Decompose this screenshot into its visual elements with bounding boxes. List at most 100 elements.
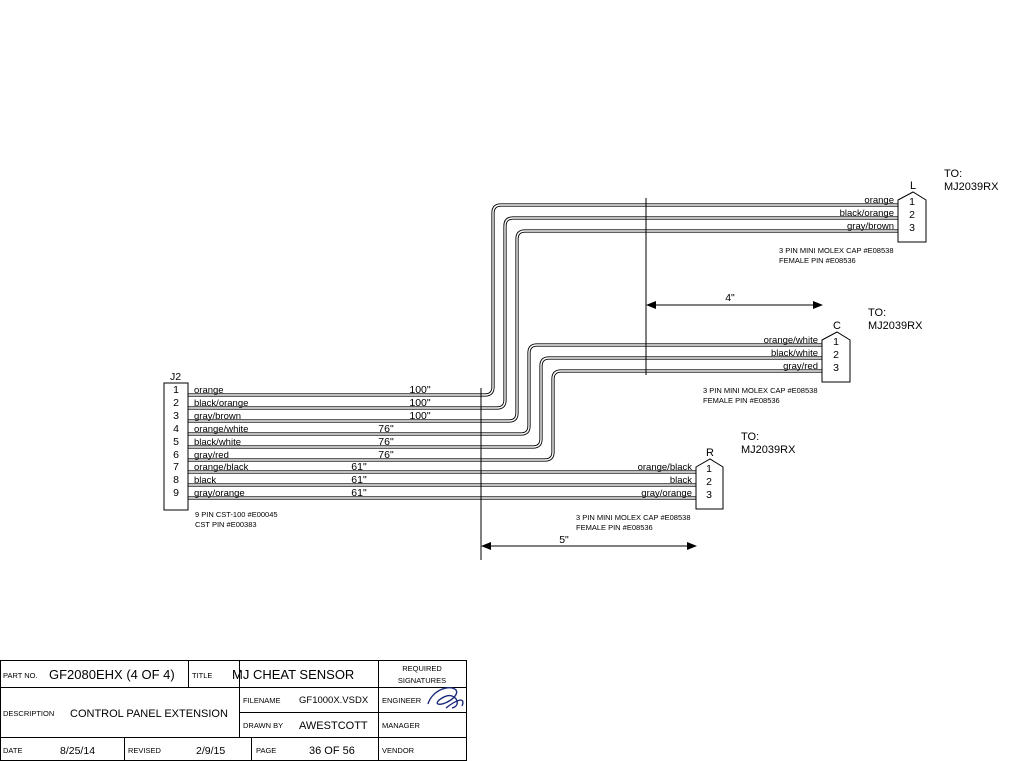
description-value: CONTROL PANEL EXTENSION: [70, 708, 228, 720]
connector-r-wire: gray/orange: [641, 488, 692, 499]
j2-note-line1: 9 PIN CST-100 #E00045: [195, 510, 278, 519]
connector-c-wire: orange/white: [764, 335, 818, 346]
description-label: DESCRIPTION: [3, 709, 54, 718]
j2-pin-number: 3: [173, 410, 179, 422]
title-value: MJ CHEAT SENSOR: [232, 667, 354, 682]
connector-l-wire: orange: [864, 195, 894, 206]
j2-wire-color: orange: [194, 385, 224, 396]
connector-r: TO: MJ2039RX R 1 2 3 orange/black black …: [576, 431, 796, 532]
arrow-left-icon: [646, 301, 656, 309]
j2-wire-color: orange/black: [194, 462, 249, 473]
vendor-label: VENDOR: [382, 746, 415, 755]
j2-wire-color: gray/brown: [194, 411, 241, 422]
connector-l-body: [897, 191, 927, 243]
connector-r-note-line1: 3 PIN MINI MOLEX CAP #E08538: [576, 513, 691, 522]
connector-c-pin: 1: [833, 336, 839, 348]
engineer-signature: [427, 686, 464, 709]
required-signatures-line2: SIGNATURES: [398, 676, 446, 685]
connector-r-to-target: MJ2039RX: [741, 444, 796, 456]
j2-pin-number: 2: [173, 397, 179, 409]
filename-label: FILENAME: [243, 696, 281, 705]
connector-c-pin: 2: [833, 349, 839, 361]
part-no-label: PART NO.: [3, 671, 38, 680]
dimension-lines: 4" 5": [480, 198, 823, 560]
manager-label: MANAGER: [382, 721, 421, 730]
j2-wire-colors: orange black/orange gray/brown orange/wh…: [194, 385, 249, 499]
date-value: 8/25/14: [60, 745, 95, 757]
connector-c-wire: black/white: [771, 348, 818, 359]
connector-l-note-line2: FEMALE PIN #E08536: [779, 256, 856, 265]
wire-length: 61": [351, 474, 367, 486]
j2-wire-color: black: [194, 475, 216, 486]
j2-pin-number: 8: [173, 474, 179, 486]
connector-l-pin: 1: [909, 196, 915, 208]
revised-value: 2/9/15: [196, 745, 225, 757]
connector-r-body: [695, 458, 724, 510]
connector-r-pin: 2: [706, 476, 712, 488]
drawn-by-label: DRAWN BY: [243, 721, 283, 730]
connector-l-label: L: [910, 180, 916, 192]
connector-c-note-line2: FEMALE PIN #E08536: [703, 396, 780, 405]
part-no-value: GF2080EHX (4 OF 4): [49, 667, 175, 682]
dimension-4in-label: 4": [725, 292, 735, 304]
j2-connector: J2 1 2 3 4 5 6 7 8 9 orange black/orange…: [163, 371, 431, 529]
wire-length: 76": [378, 449, 394, 461]
connector-l-pin: 3: [909, 222, 915, 234]
connector-l-to: TO:: [944, 168, 962, 180]
j2-pin-number: 5: [173, 436, 179, 448]
wire-length: 61": [351, 487, 367, 499]
drawn-by-value: AWESTCOTT: [299, 720, 368, 732]
date-label: DATE: [3, 746, 22, 755]
dimension-5in-label: 5": [559, 534, 569, 546]
arrow-left-icon: [481, 542, 491, 550]
j2-pin-number: 6: [173, 449, 179, 461]
connector-r-to: TO:: [741, 431, 759, 443]
connector-c: TO: MJ2039RX C 1 2 3 orange/white black/…: [703, 307, 923, 405]
j2-wire-color: gray/red: [194, 450, 229, 461]
connector-l-wire: black/orange: [840, 208, 894, 219]
arrow-right-icon: [813, 301, 823, 309]
j2-label: J2: [170, 371, 181, 383]
required-signatures-line1: REQUIRED: [402, 664, 442, 673]
j2-pin-number: 9: [173, 487, 179, 499]
connector-r-note-line2: FEMALE PIN #E08536: [576, 523, 653, 532]
j2-wire-color: orange/white: [194, 424, 248, 435]
connector-c-body: [821, 331, 851, 383]
wire-lengths: 100" 100" 100" 76" 76" 76" 61" 61" 61": [351, 384, 431, 499]
page-value: 36 OF 56: [309, 745, 355, 757]
j2-pin-number: 1: [173, 384, 179, 396]
connector-r-wire: orange/black: [638, 462, 693, 473]
page-label: PAGE: [256, 746, 276, 755]
wire-length: 100": [409, 384, 431, 396]
connector-c-pin: 3: [833, 362, 839, 374]
j2-wire-color: black/orange: [194, 398, 248, 409]
title-block: PART NO. GF2080EHX (4 OF 4) TITLE MJ CHE…: [0, 660, 467, 761]
j2-pin-number: 4: [173, 423, 179, 435]
connector-l-to-target: MJ2039RX: [944, 181, 999, 193]
j2-pin-numbers: 1 2 3 4 5 6 7 8 9: [173, 384, 179, 499]
revised-label: REVISED: [128, 746, 162, 755]
j2-wire-color: black/white: [194, 437, 241, 448]
connector-c-note-line1: 3 PIN MINI MOLEX CAP #E08538: [703, 386, 818, 395]
connector-c-to: TO:: [868, 307, 886, 319]
filename-value: GF1000X.VSDX: [299, 695, 369, 706]
connector-r-wire: black: [670, 475, 692, 486]
j2-wire-color: gray/orange: [194, 488, 245, 499]
wire-length: 100": [409, 397, 431, 409]
connector-r-label: R: [706, 447, 714, 459]
wire-length: 61": [351, 461, 367, 473]
arrow-right-icon: [687, 542, 697, 550]
j2-body: [163, 382, 189, 511]
connector-c-wire: gray/red: [783, 361, 818, 372]
connector-l-pin: 2: [909, 209, 915, 221]
connector-r-pin: 1: [706, 463, 712, 475]
wire-length: 100": [409, 410, 431, 422]
connector-c-to-target: MJ2039RX: [868, 320, 923, 332]
j2-note-line2: CST PIN #E00383: [195, 520, 257, 529]
title-label: TITLE: [192, 671, 212, 680]
wire-length: 76": [378, 423, 394, 435]
connector-r-pin: 3: [706, 489, 712, 501]
wire-length: 76": [378, 436, 394, 448]
connector-l: TO: MJ2039RX L 1 2 3 orange black/orange…: [779, 168, 999, 265]
